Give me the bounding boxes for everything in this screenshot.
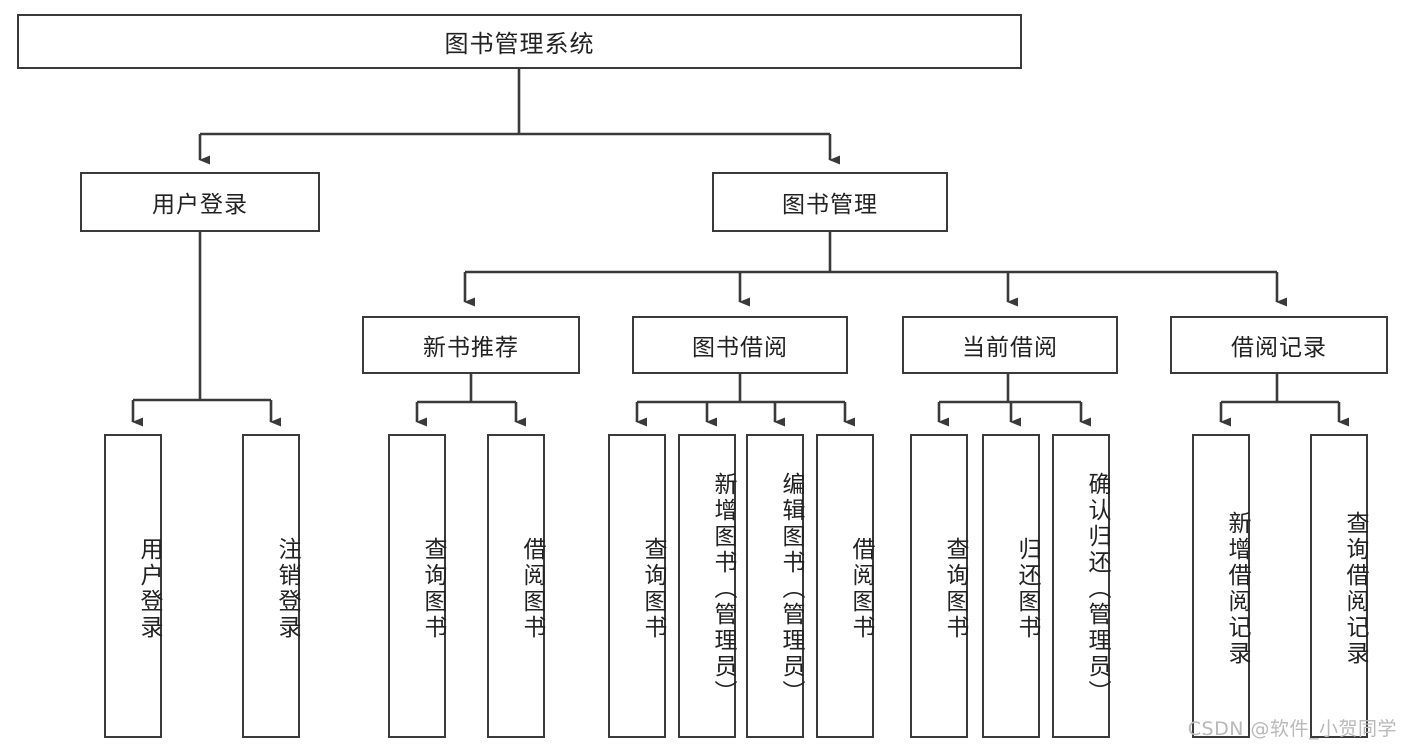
- connector-group-root: [198, 69, 840, 165]
- node-leaf-query-borrow-record-label: 查询借阅记录: [1342, 511, 1368, 667]
- node-leaf-edit-book-admin[interactable]: 编辑图书（管理员）: [746, 434, 804, 738]
- node-book-manage-label: 图书管理: [782, 192, 878, 218]
- node-book-manage[interactable]: 图书管理: [712, 172, 948, 232]
- node-root-label: 图书管理系统: [444, 30, 595, 58]
- node-book-borrow-label: 图书借阅: [692, 335, 788, 361]
- node-leaf-confirm-return-admin[interactable]: 确认归还（管理员）: [1052, 434, 1110, 738]
- node-book-borrow[interactable]: 图书借阅: [632, 316, 848, 374]
- node-user-login[interactable]: 用户登录: [80, 172, 320, 232]
- node-leaf-confirm-return-admin-label: 确认归还（管理员）: [1084, 472, 1110, 706]
- node-leaf-query-book-1[interactable]: 查询图书: [388, 434, 446, 738]
- node-leaf-return-book-label: 归还图书: [1014, 537, 1040, 641]
- node-leaf-user-logout[interactable]: 注销登录: [242, 434, 300, 738]
- node-new-book-rec-label: 新书推荐: [423, 335, 519, 361]
- node-leaf-add-borrow-record-label: 新增借阅记录: [1224, 511, 1250, 667]
- node-new-book-rec[interactable]: 新书推荐: [362, 316, 580, 374]
- node-leaf-query-borrow-record[interactable]: 查询借阅记录: [1310, 434, 1368, 738]
- node-current-borrow-label: 当前借阅: [962, 335, 1058, 361]
- connector-group-book-manage: [463, 232, 1287, 307]
- node-leaf-borrow-book-1[interactable]: 借阅图书: [487, 434, 545, 738]
- node-root[interactable]: 图书管理系统: [17, 14, 1022, 69]
- connector-group-current-borrow: [937, 374, 1091, 427]
- connector-group-new-book-rec: [415, 374, 526, 427]
- node-leaf-user-login[interactable]: 用户登录: [104, 434, 162, 738]
- node-leaf-add-borrow-record[interactable]: 新增借阅记录: [1192, 434, 1250, 738]
- node-borrow-record[interactable]: 借阅记录: [1170, 316, 1388, 374]
- node-user-login-label: 用户登录: [152, 192, 248, 218]
- node-leaf-add-book-admin-label: 新增图书（管理员）: [710, 472, 736, 706]
- node-borrow-record-label: 借阅记录: [1231, 335, 1327, 361]
- node-leaf-borrow-book-2-label: 借阅图书: [848, 537, 874, 641]
- node-leaf-borrow-book-2[interactable]: 借阅图书: [816, 434, 874, 738]
- node-leaf-user-logout-label: 注销登录: [274, 537, 300, 641]
- node-leaf-query-book-3-label: 查询图书: [942, 537, 968, 641]
- connector-group-borrow-record: [1219, 374, 1349, 427]
- node-leaf-borrow-book-1-label: 借阅图书: [519, 537, 545, 641]
- node-leaf-query-book-2-label: 查询图书: [640, 537, 666, 641]
- node-leaf-return-book[interactable]: 归还图书: [982, 434, 1040, 738]
- node-leaf-query-book-2[interactable]: 查询图书: [608, 434, 666, 738]
- node-leaf-add-book-admin[interactable]: 新增图书（管理员）: [678, 434, 736, 738]
- connector-group-book-borrow: [635, 374, 855, 427]
- node-leaf-edit-book-admin-label: 编辑图书（管理员）: [778, 472, 804, 706]
- node-leaf-user-login-label: 用户登录: [136, 537, 162, 641]
- csdn-watermark: CSDN @软件_小贺同学: [1187, 718, 1397, 740]
- node-leaf-query-book-3[interactable]: 查询图书: [910, 434, 968, 738]
- node-current-borrow[interactable]: 当前借阅: [902, 316, 1118, 374]
- connector-group-user-login: [131, 232, 281, 427]
- node-leaf-query-book-1-label: 查询图书: [420, 537, 446, 641]
